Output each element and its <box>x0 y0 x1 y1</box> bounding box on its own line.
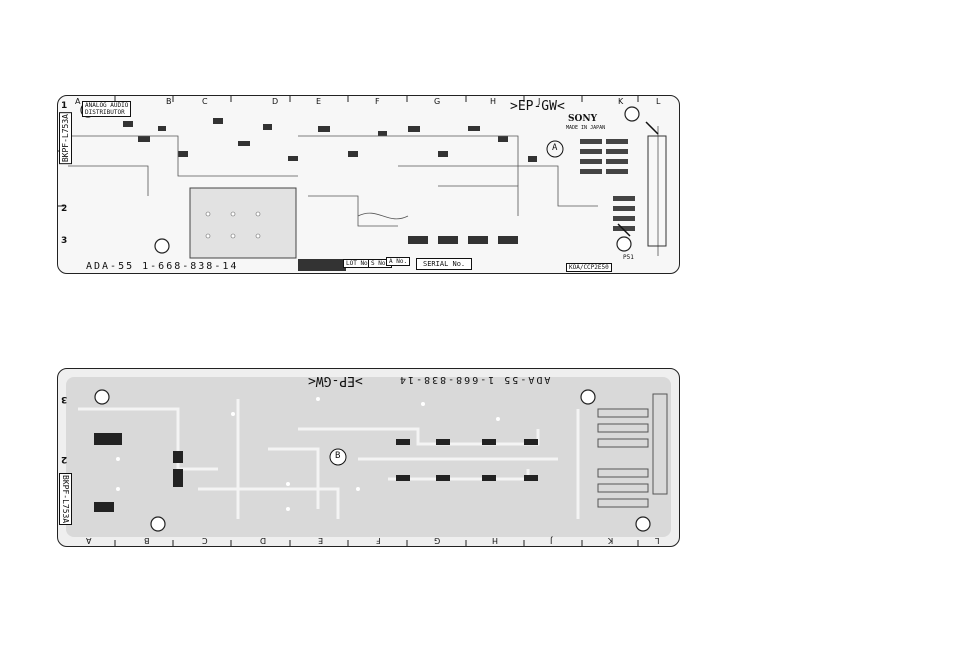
ep-gw-label: >EP-GW< <box>510 99 565 114</box>
pcb-b-artwork <box>66 377 671 546</box>
model-label: ADA-55 1-668-838-14 <box>86 261 239 272</box>
grid-letter-a: A <box>75 97 81 106</box>
grid-letter-c-b: C <box>202 536 208 545</box>
grid-letter-j: J <box>538 97 541 106</box>
grid-letter-k-b: K <box>608 536 614 545</box>
grid-letter-d-b: D <box>260 536 267 545</box>
grid-letter-h: H <box>490 97 497 106</box>
koa-label: KOA/CCP2E50 <box>566 263 612 272</box>
grid-letter-l: L <box>656 97 661 106</box>
grid-letter-f: F <box>375 97 380 106</box>
row-number-3-b: 3 <box>61 394 68 404</box>
grid-letter-g-b: G <box>434 536 441 545</box>
board-title-box: ANALOG AUDIO DISTRIBUTOR <box>82 101 132 117</box>
p51-label: P51 <box>623 254 634 261</box>
grid-letter-c: C <box>202 97 208 106</box>
side-marker-a: A <box>552 143 558 153</box>
row-number-1: 1 <box>61 101 68 111</box>
grid-letter-e: E <box>316 97 322 106</box>
grid-letter-b-b: B <box>144 536 150 545</box>
grid-letter-d: D <box>272 97 279 106</box>
grid-letter-k: K <box>618 97 624 106</box>
row-number-3: 3 <box>61 236 68 246</box>
pcb-board-b: 3 2 A B C D E F G H J K L BKPF-L753A ADA… <box>57 368 680 547</box>
model-label-b: ADA-55 1-668-838-14 <box>398 374 551 385</box>
grid-letter-b: B <box>166 97 172 106</box>
side-marker-b: B <box>335 451 341 461</box>
grid-letter-a-b: A <box>86 536 92 545</box>
grid-letter-g: G <box>434 97 441 106</box>
grid-letter-l-b: L <box>655 536 660 545</box>
side-label-bkpf: BKPF-L753A <box>59 112 72 165</box>
pcb-a-artwork <box>58 96 667 271</box>
ep-gw-label-b: >EP-GW< <box>308 373 363 388</box>
pcb-board-a: 1 2 3 A B C D E F G H J K L ANALOG AUDIO… <box>57 95 680 274</box>
side-label-bkpf-b: BKPF-L753A <box>59 473 72 526</box>
grid-letter-f-b: F <box>376 536 381 545</box>
sony-logo: SONY <box>568 114 597 124</box>
serial-number-box: SERIAL No. <box>416 258 473 270</box>
grid-letter-e-b: E <box>318 536 324 545</box>
row-number-2: 2 <box>61 204 68 214</box>
made-in-japan-label: MADE IN JAPAN <box>566 125 606 131</box>
row-number-2-b: 2 <box>61 454 68 464</box>
a-number-box: A No. <box>386 257 411 266</box>
grid-letter-h-b: H <box>492 536 499 545</box>
grid-letter-j-b: J <box>550 536 553 545</box>
